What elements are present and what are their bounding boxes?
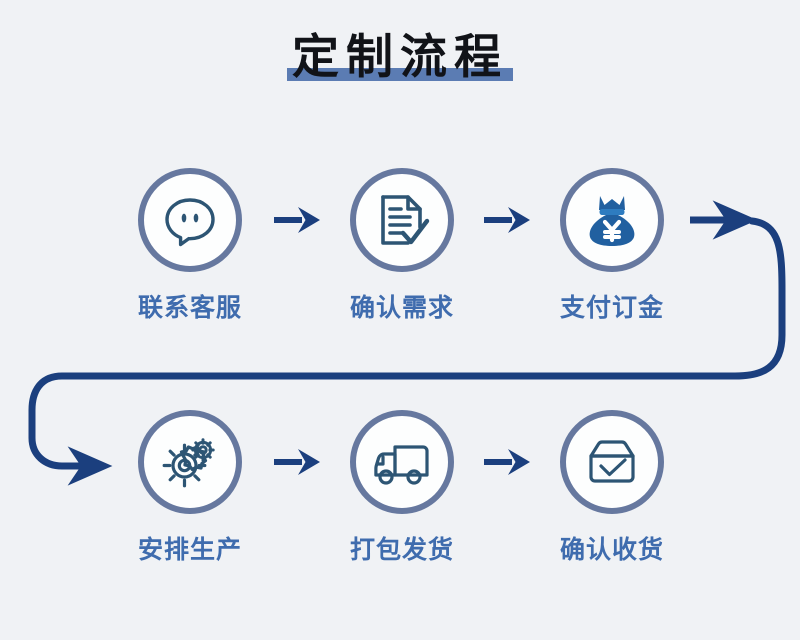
- document-check-icon: [370, 188, 434, 252]
- step-label: 确认需求: [349, 294, 454, 322]
- chat-bubble-icon: [158, 188, 222, 252]
- step-label: 支付订金: [559, 294, 664, 322]
- step-icon-circle: [138, 168, 242, 272]
- step-icon-circle: [560, 168, 664, 272]
- page-title: 定制流程: [0, 28, 800, 87]
- arrow-step2-to-step3: [482, 203, 536, 237]
- step-confirm-receipt[interactable]: 确认收货: [532, 410, 692, 566]
- step-label: 确认收货: [559, 536, 664, 564]
- step-icon-circle: [138, 410, 242, 514]
- step-contact-service[interactable]: 联系客服: [110, 168, 270, 324]
- step-arrange-production[interactable]: 安排生产: [110, 410, 270, 566]
- step-pay-deposit[interactable]: 支付订金: [532, 168, 692, 324]
- gears-icon: [158, 430, 222, 494]
- step-confirm-requirements[interactable]: 确认需求: [322, 168, 482, 324]
- step-pack-and-ship[interactable]: 打包发货: [322, 410, 482, 566]
- box-check-icon: [580, 430, 644, 494]
- step-icon-circle: [350, 410, 454, 514]
- step-icon-circle: [560, 410, 664, 514]
- title-text: 定制流程: [292, 30, 508, 83]
- delivery-truck-icon: [370, 430, 434, 494]
- step-label: 安排生产: [137, 536, 242, 564]
- step-icon-circle: [350, 168, 454, 272]
- title-underline-bar: [287, 67, 513, 81]
- money-bag-yuan-icon: [580, 188, 644, 252]
- arrow-step1-to-step2: [272, 203, 326, 237]
- title-inner: 定制流程: [284, 28, 516, 87]
- step-label: 联系客服: [137, 294, 242, 322]
- arrow-step5-to-step6: [482, 445, 536, 479]
- step-label: 打包发货: [349, 536, 454, 564]
- arrow-step4-to-step5: [272, 445, 326, 479]
